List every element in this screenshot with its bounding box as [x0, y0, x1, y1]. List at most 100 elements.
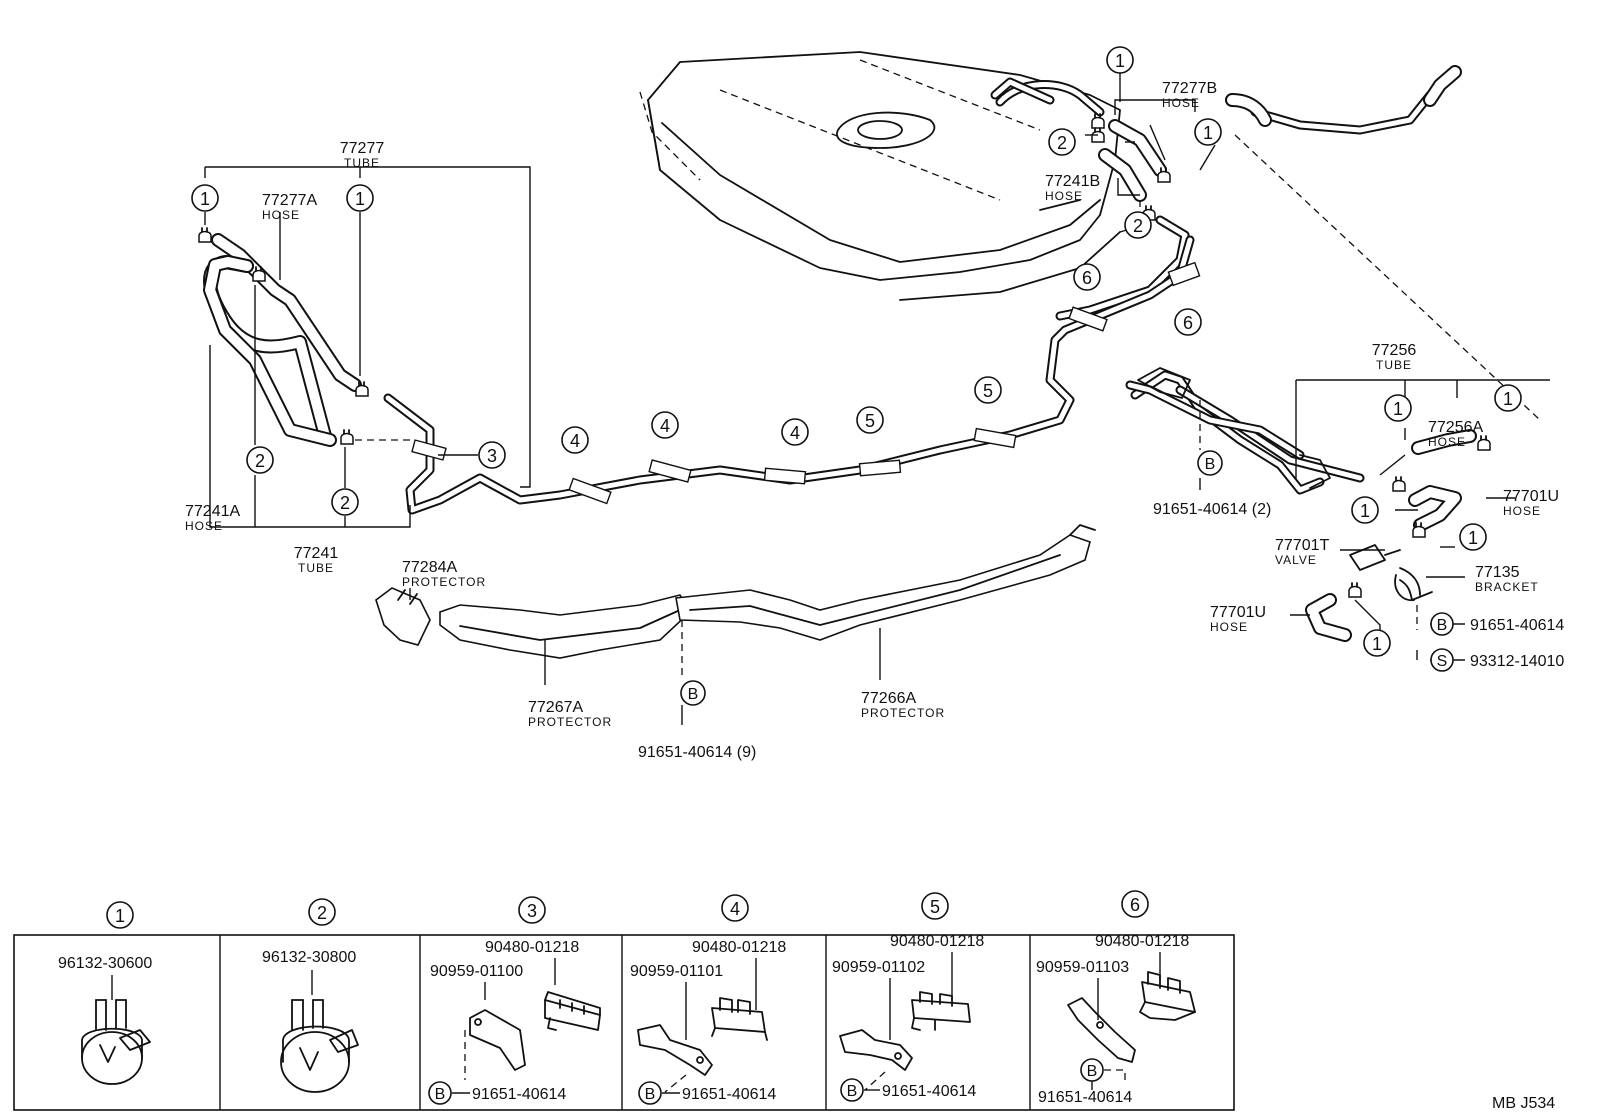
label-77701u-top-type: HOSE	[1503, 504, 1541, 518]
svg-text:B: B	[688, 686, 699, 703]
svg-text:5: 5	[930, 897, 940, 917]
svg-text:2: 2	[1057, 133, 1067, 153]
label-77267a: 77267A	[528, 699, 583, 716]
marker-4-b: 4	[651, 411, 679, 439]
legend-c6-bolt: 91651-40614	[1038, 1089, 1132, 1106]
marker-3: 3	[478, 441, 506, 469]
svg-text:2: 2	[255, 451, 265, 471]
svg-text:1: 1	[1360, 501, 1370, 521]
marker-2-b: 2	[331, 488, 359, 516]
label-bolt-9: 91651-40614 (9)	[638, 744, 756, 761]
label-77277a-type: HOSE	[262, 208, 300, 222]
svg-text:B: B	[1087, 1063, 1098, 1080]
marker-1-tank-b: 1	[1194, 118, 1222, 146]
svg-text:1: 1	[1468, 528, 1478, 548]
callout-markers: 1 1 2 2 3 4 4 4 5 5 6 6 1 2 1 2 1 1 1 1 …	[191, 46, 1522, 706]
bracket-3-icon	[469, 1009, 526, 1071]
legend-c4-clamp: 90480-01218	[692, 939, 786, 956]
svg-text:B: B	[645, 1086, 656, 1103]
main-fuel-tube-run	[383, 235, 1201, 515]
legend-c5-bolt-marker: B	[840, 1078, 864, 1102]
right-tube-group	[1125, 367, 1491, 642]
svg-text:1: 1	[1203, 123, 1213, 143]
legend-header-1: 1	[106, 901, 134, 929]
label-77277: 77277	[340, 140, 385, 157]
marker-5-a: 5	[856, 406, 884, 434]
svg-text:5: 5	[865, 411, 875, 431]
legend-c4-bracket: 90959-01101	[630, 963, 723, 980]
svg-text:S: S	[1437, 653, 1448, 670]
legend-c5-bracket: 90959-01102	[832, 959, 925, 976]
label-screw: 93312-14010	[1470, 653, 1564, 670]
legend-c4-bolt-marker: B	[638, 1081, 662, 1105]
label-77241b-type: HOSE	[1045, 189, 1083, 203]
marker-2-tank-a: 2	[1048, 128, 1076, 156]
svg-text:3: 3	[527, 901, 537, 921]
svg-text:3: 3	[487, 446, 497, 466]
svg-text:6: 6	[1130, 895, 1140, 915]
left-leaders	[204, 166, 531, 528]
label-77701u-low: 77701U	[1210, 604, 1266, 621]
legend-c3-bolt-marker: B	[428, 1081, 452, 1105]
label-77701u-top: 77701U	[1503, 488, 1559, 505]
label-77241-type: TUBE	[298, 561, 334, 575]
marker-4-a: 4	[561, 426, 589, 454]
legend-header-3: 3	[518, 896, 546, 924]
svg-text:2: 2	[317, 903, 327, 923]
label-77241a-type: HOSE	[185, 519, 223, 533]
marker-1-right-b: 1	[1494, 384, 1522, 412]
legend-header-5: 5	[921, 892, 949, 920]
marker-1-a: 1	[191, 184, 219, 212]
marker-1-tank-a: 1	[1106, 46, 1134, 74]
legend-header-2: 2	[308, 898, 336, 926]
legend-c6-bolt-marker: B	[1080, 1058, 1104, 1082]
marker-5-b: 5	[974, 376, 1002, 404]
left-hose-group	[198, 227, 410, 447]
svg-text:2: 2	[1133, 216, 1143, 236]
bracket-4-icon	[637, 1024, 713, 1076]
legend-c3-clamp: 90480-01218	[485, 939, 579, 956]
svg-text:6: 6	[1082, 268, 1092, 288]
label-77701t-type: VALVE	[1275, 553, 1317, 567]
tube-clamp-3-icon	[544, 991, 601, 1031]
label-77256a: 77256A	[1428, 419, 1483, 436]
protector-leaders	[409, 588, 881, 725]
svg-text:B: B	[1205, 456, 1216, 473]
label-77284a: 77284A	[402, 559, 457, 576]
label-bracket-bolt: 91651-40614	[1470, 617, 1564, 634]
marker-1-b: 1	[346, 184, 374, 212]
label-77701t: 77701T	[1275, 537, 1329, 554]
label-77701u-low-type: HOSE	[1210, 620, 1248, 634]
bolt-marker-right: B	[1197, 450, 1223, 476]
legend-header-4: 4	[721, 894, 749, 922]
marker-4-c: 4	[781, 418, 809, 446]
bracket-6-icon	[1067, 997, 1136, 1063]
label-77135-type: BRACKET	[1475, 580, 1539, 594]
hose-clip-large-icon	[280, 999, 359, 1093]
tube-clamp-5-icon	[911, 991, 971, 1031]
svg-text:6: 6	[1183, 313, 1193, 333]
marker-1-right-a: 1	[1384, 394, 1412, 422]
screw-marker: S	[1430, 648, 1454, 672]
svg-text:1: 1	[355, 189, 365, 209]
label-77284a-type: PROTECTOR	[402, 575, 486, 589]
legend-c5-bolt: 91651-40614	[882, 1083, 976, 1100]
marker-2-tank-b: 2	[1124, 211, 1152, 239]
legend-c5-clamp: 90480-01218	[890, 933, 984, 950]
marker-1-right-d: 1	[1459, 523, 1487, 551]
label-77277b-type: HOSE	[1162, 96, 1200, 110]
svg-text:1: 1	[1503, 389, 1513, 409]
svg-text:5: 5	[983, 381, 993, 401]
label-bolt-2: 91651-40614 (2)	[1153, 501, 1271, 518]
label-77266a-type: PROTECTOR	[861, 706, 945, 720]
svg-text:4: 4	[660, 416, 670, 436]
tube-clamp-6-icon	[1139, 971, 1196, 1021]
svg-text:2: 2	[340, 493, 350, 513]
label-77241: 77241	[294, 545, 339, 562]
protector-rails	[375, 524, 1096, 659]
svg-text:4: 4	[570, 431, 580, 451]
legend-c3-bracket: 90959-01100	[430, 963, 523, 980]
marker-6-a: 6	[1073, 263, 1101, 291]
bracket-5-icon	[839, 1029, 913, 1071]
